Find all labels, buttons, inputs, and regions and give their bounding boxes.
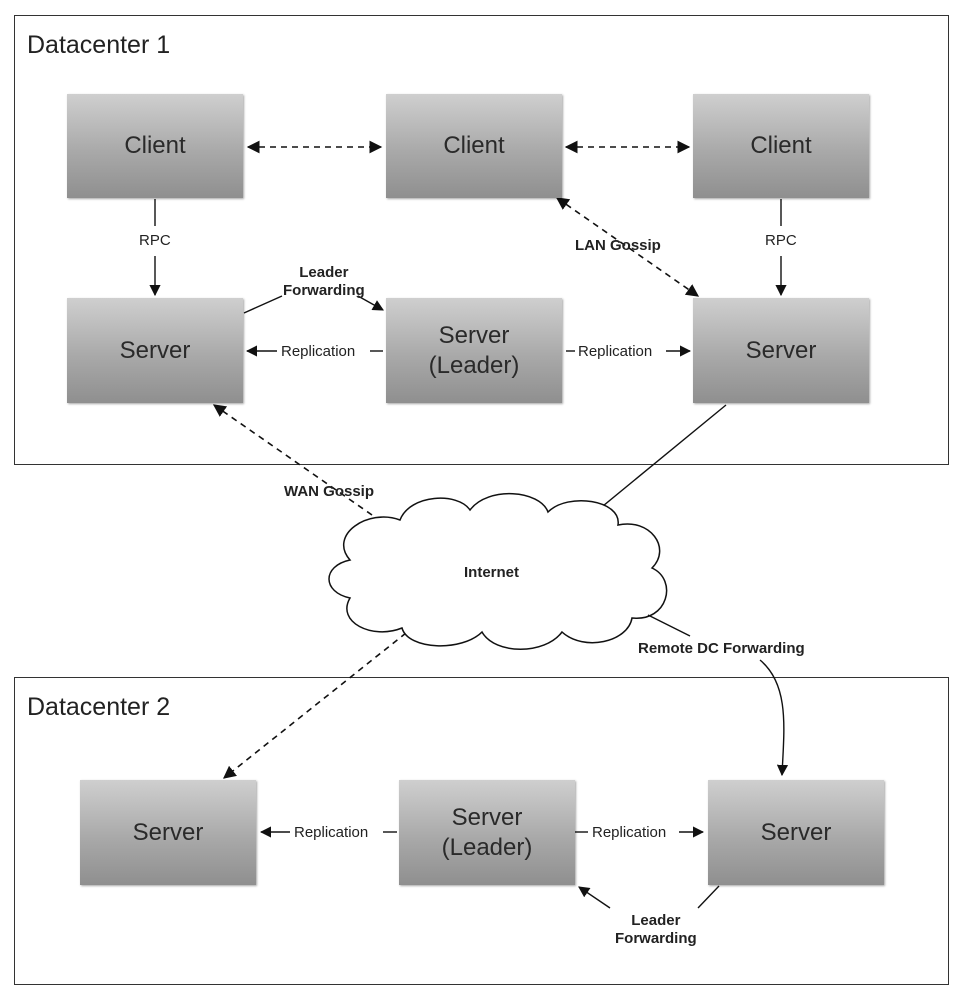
lan-gossip-label: LAN Gossip xyxy=(575,237,661,254)
datacenter-2-title: Datacenter 2 xyxy=(27,693,171,721)
leader-forwarding-1-line1: Leader xyxy=(299,264,349,281)
wan-gossip-label: WAN Gossip xyxy=(284,483,375,500)
lan-gossip-line xyxy=(555,197,700,297)
dc1-leader-label-line2: (Leader) xyxy=(428,351,520,379)
remote-dc-forwarding-arrow xyxy=(759,659,789,777)
dc1-leader-label-line1: Server xyxy=(438,321,510,349)
leader-forwarding-2-line xyxy=(697,885,720,909)
internet-cloud xyxy=(328,492,668,650)
rpc-left-label: RPC xyxy=(139,232,171,249)
leader-forwarding-2-arrow xyxy=(578,886,611,909)
wan-gossip-line-bottom xyxy=(222,632,407,779)
dc2-leader-server-node: Server (Leader) xyxy=(399,780,575,885)
remote-dc-forwarding-line xyxy=(647,614,691,637)
rpc-right-label: RPC xyxy=(765,232,797,249)
dc1-client-1-label: Client xyxy=(124,132,186,159)
remote-dc-forwarding-label: Remote DC Forwarding xyxy=(638,640,805,657)
internet-label: Internet xyxy=(464,564,520,581)
dc2-server-node: Server xyxy=(708,780,884,885)
dc1-client-node: Client xyxy=(693,94,869,198)
dc2-leader-label-line1: Server xyxy=(451,803,523,831)
dc2-server-node: Server xyxy=(80,780,256,885)
server-internet-line xyxy=(591,404,727,516)
leader-forwarding-2-line2: Forwarding xyxy=(615,930,697,947)
replication-dc1-left-label: Replication xyxy=(278,343,359,360)
leader-forwarding-2-label: Leader Forwarding xyxy=(612,912,700,948)
dc1-server-left-label: Server xyxy=(119,336,191,364)
leader-forwarding-1-arrow xyxy=(357,295,384,311)
leader-forwarding-2-line1: Leader xyxy=(631,912,681,929)
dc2-server-left-label: Server xyxy=(132,818,204,846)
dc1-leader-server-node: Server (Leader) xyxy=(386,298,562,403)
leader-forwarding-1-label: Leader Forwarding xyxy=(280,264,368,300)
datacenter-1-title: Datacenter 1 xyxy=(27,31,171,59)
replication-dc2-right-label: Replication xyxy=(589,824,670,841)
dc2-server-right-label: Server xyxy=(760,818,832,846)
dc1-client-node: Client xyxy=(67,94,243,198)
dc1-server-node: Server xyxy=(67,298,243,403)
dc1-client-2-label: Client xyxy=(443,132,505,159)
replication-dc1-right-label: Replication xyxy=(575,343,656,360)
replication-dc2-left-label: Replication xyxy=(291,824,372,841)
dc1-client-3-label: Client xyxy=(750,132,812,159)
leader-forwarding-1-line2: Forwarding xyxy=(283,282,365,299)
dc1-server-right-label: Server xyxy=(745,336,817,364)
dc2-leader-label-line2: (Leader) xyxy=(441,833,533,861)
dc1-server-node: Server xyxy=(693,298,869,403)
leader-forwarding-1-line xyxy=(243,295,283,314)
dc1-client-node: Client xyxy=(386,94,562,198)
